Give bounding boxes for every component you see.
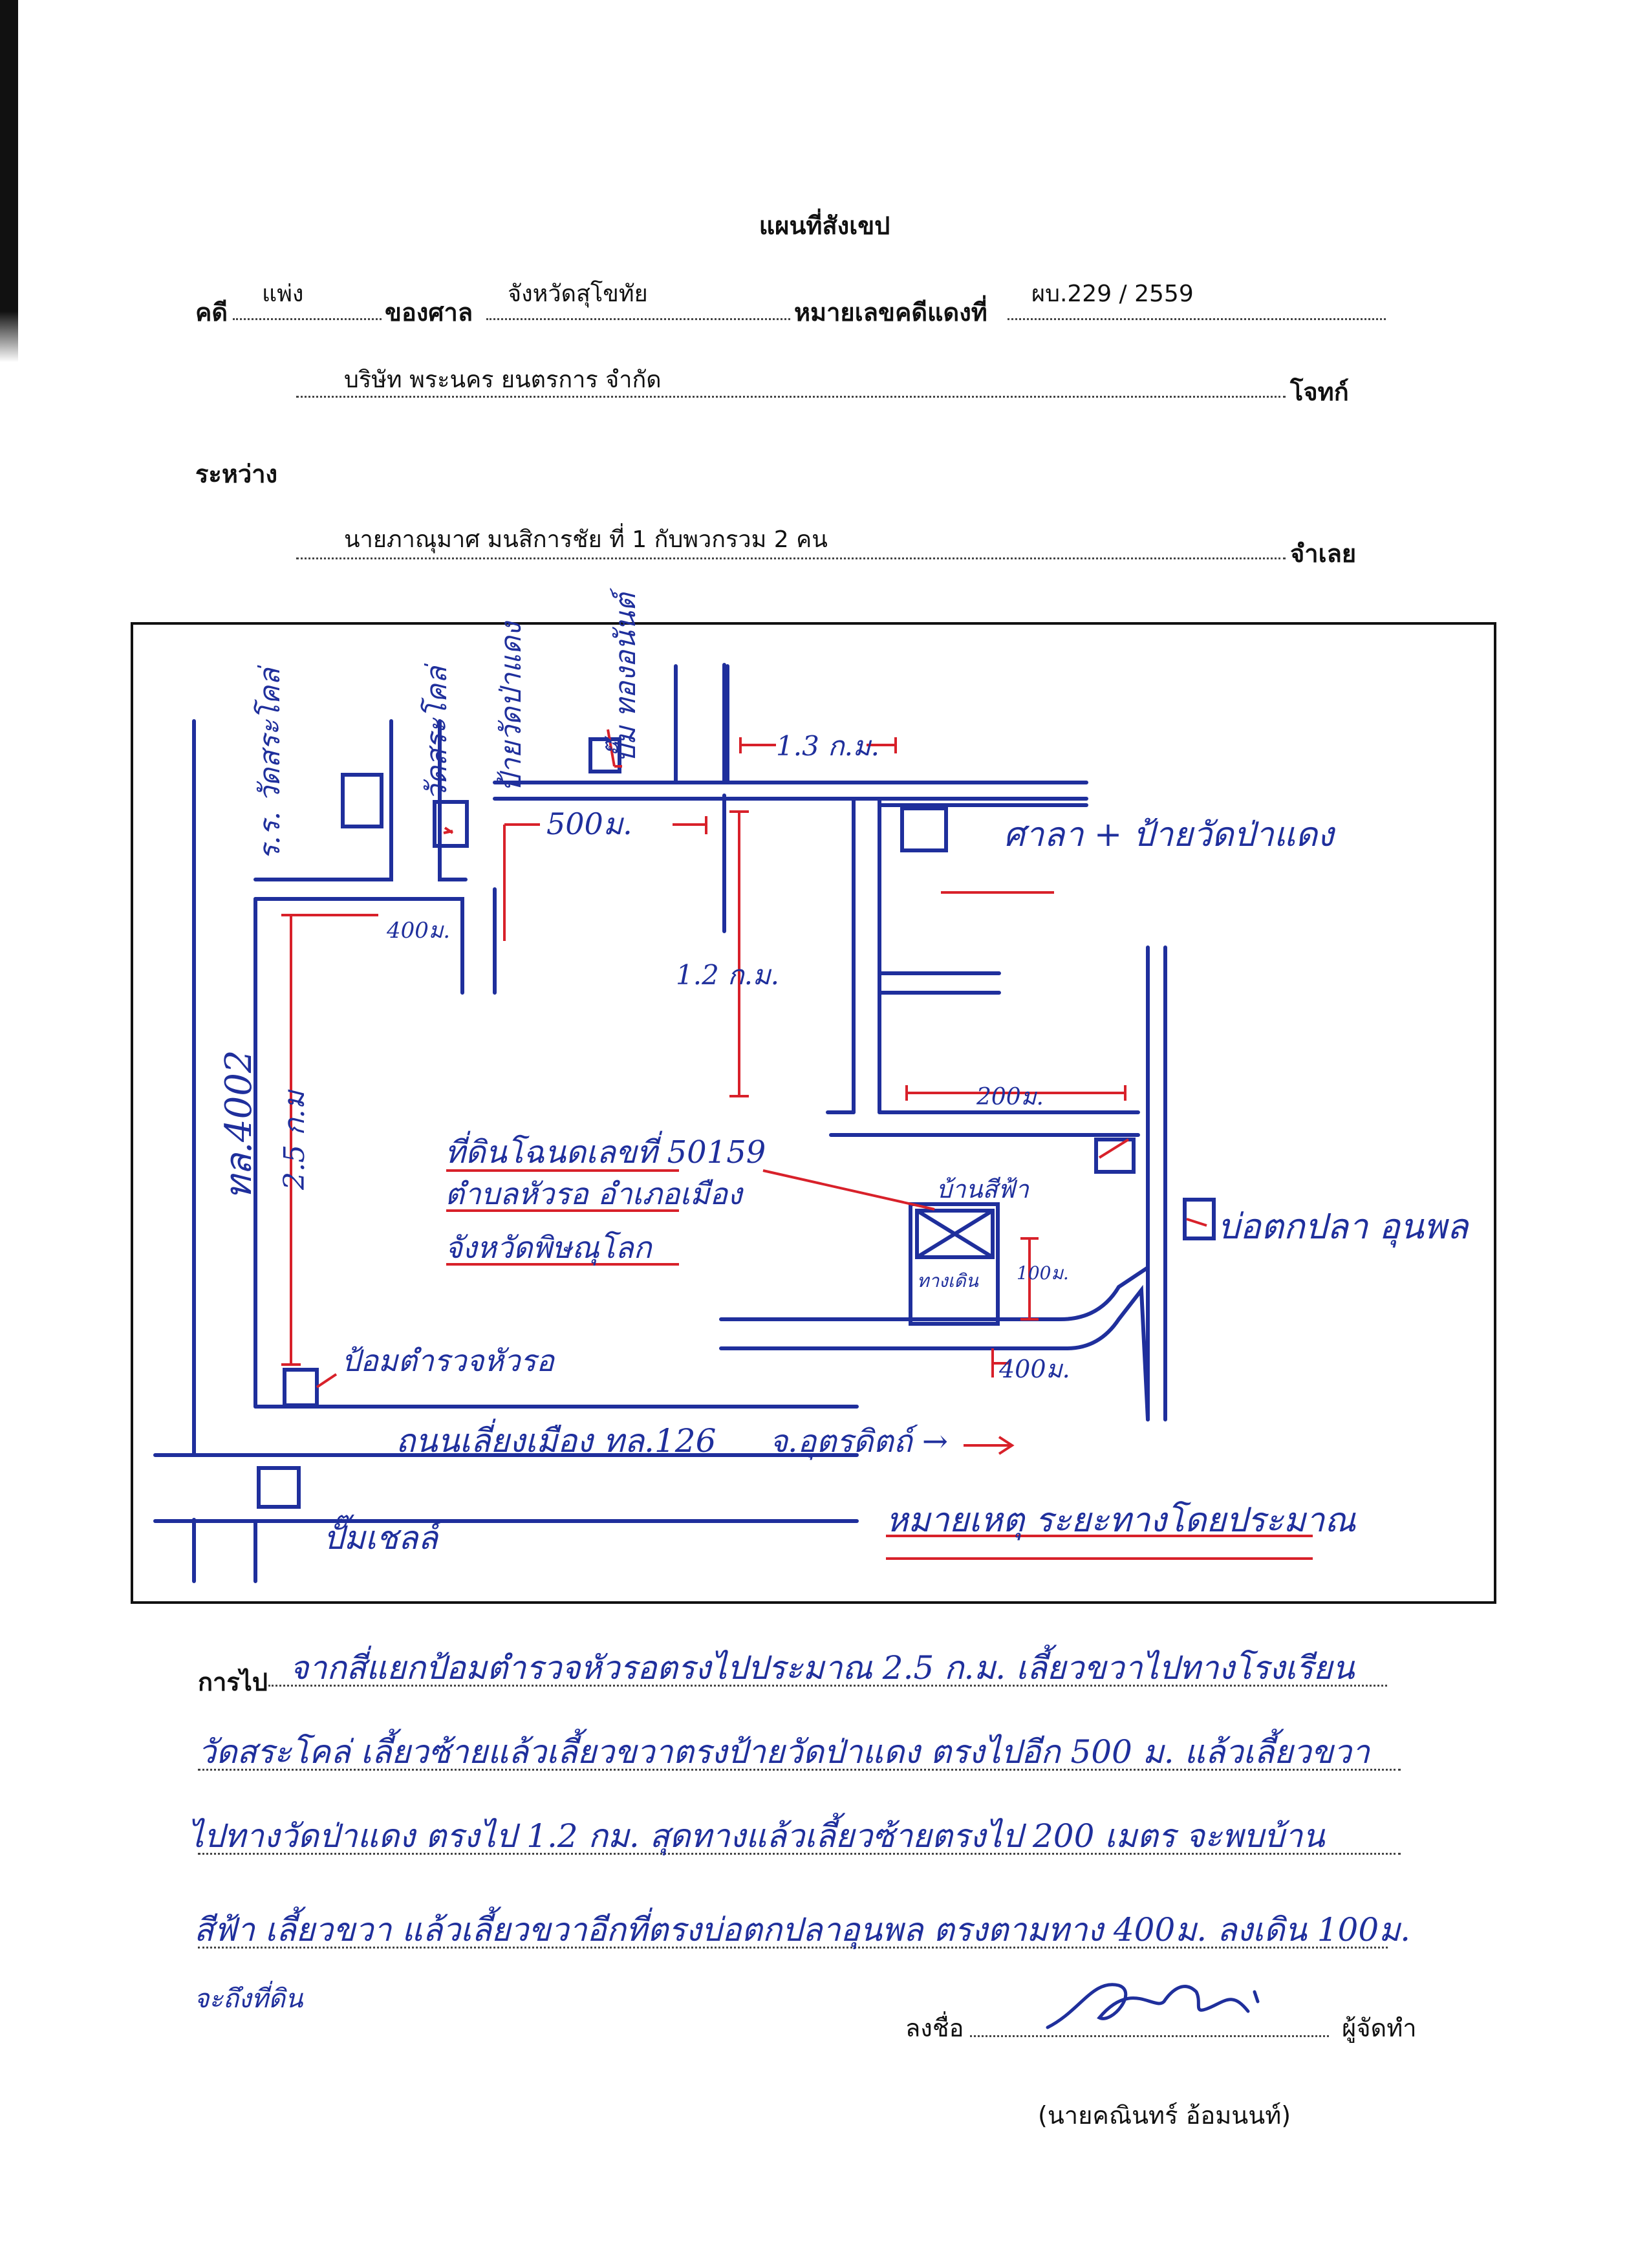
plaintiff-label: โจทก์ <box>1290 378 1349 406</box>
label-dist-1-2: 1.2 ก.ม. <box>676 959 779 991</box>
defendant-label: จำเลย <box>1290 539 1357 568</box>
label-police-box: ป้อมตำรวจหัวรอ <box>341 1343 555 1378</box>
label-note: หมายเหตุ ระยะทางโดยประมาณ <box>886 1501 1356 1540</box>
label-road-left: ทล.4002 <box>218 1050 260 1200</box>
label-land-line2: ตำบลหัวรอ อำเภอเมือง <box>445 1176 744 1211</box>
map-labels: ร.ร. วัดสระโคล่ วัดสระโคล่ ป้ายวัดป่าแดง… <box>218 587 1470 1557</box>
label-blue-house: บ้านสีฟ้า <box>936 1175 1030 1204</box>
label-land-line1: ที่ดินโฉนดเลขที่ 50159 <box>445 1130 766 1171</box>
sign-dots <box>970 2035 1329 2037</box>
label-sala-sign: ศาลา + ป้ายวัดป่าแดง <box>1004 815 1336 854</box>
defendant-value: นายภาณุมาศ มนสิการชัย ที่ 1 กับพวกรวม 2 … <box>344 526 828 553</box>
court-dots <box>486 318 790 320</box>
label-sign-wat-pa-daeng: ป้ายวัดป่าแดง <box>495 620 528 792</box>
red-number-label: หมายเลขคดีแดงที่ <box>794 298 987 327</box>
preparer-name: (นายคณินทร์ อ้อมนนท์) <box>1038 2101 1291 2130</box>
directions-label: การไป <box>198 1668 268 1696</box>
directions-line-2: วัดสระโคล่ เลี้ยวซ้ายแล้วเลี้ยวขวาตรงป้า… <box>198 1733 1370 1771</box>
role-label: ผู้จัดทำ <box>1342 2014 1417 2042</box>
directions-dots-4 <box>198 1947 1388 1949</box>
directions-dots-3 <box>198 1853 1401 1855</box>
label-gas-station-top: ปั๊ม ทองอนันต์ <box>605 587 642 763</box>
map-roads <box>153 663 1216 1583</box>
label-land-line3: จังหวัดพิษณุโลก <box>445 1230 653 1266</box>
between-label: ระหว่าง <box>195 460 278 488</box>
directions-line-1: จากสี่แยกป้อมตำรวจหัวรอตรงไปประมาณ 2.5 ก… <box>290 1649 1355 1687</box>
map-measure-lines <box>281 729 1313 1560</box>
label-dist-500: 500ม. <box>546 806 632 841</box>
plaintiff-value: บริษัท พระนคร ยนตรการ จำกัด <box>344 367 662 393</box>
directions-line-5: จะถึงที่ดิน <box>194 1984 303 2014</box>
scan-edge-shadow <box>0 0 18 362</box>
red-number-dots <box>1008 318 1386 320</box>
directions-line-3: ไปทางวัดป่าแดง ตรงไป 1.2 กม. สุดทางแล้วเ… <box>188 1817 1325 1855</box>
defendant-dots <box>296 557 1286 559</box>
case-dots <box>233 318 382 320</box>
signature-scribble <box>1046 1983 1260 2029</box>
directions-line-4: สีฟ้า เลี้ยวขวา แล้วเลี้ยวขวาอีกที่ตรงบ่… <box>194 1911 1411 1949</box>
red-number-value: ผบ.229 / 2559 <box>1031 281 1194 307</box>
label-main-road: ถนนเลี่ยงเมือง ทล.126 <box>396 1418 716 1460</box>
directions-dots-2 <box>198 1769 1401 1771</box>
sign-label: ลงชื่อ <box>905 2014 964 2042</box>
case-value: แพ่ง <box>262 281 304 307</box>
label-dist-100: 100ม. <box>1017 1262 1069 1284</box>
directions-dots-1 <box>268 1685 1387 1687</box>
label-wat: วัดสระโคล่ <box>420 664 453 801</box>
label-shell: ปั๊มเชลล์ <box>323 1515 444 1557</box>
label-school: ร.ร. วัดสระโคล่ <box>253 665 286 860</box>
court-label: ของศาล <box>385 298 473 327</box>
label-dist-top-right: 1.3 ก.ม. <box>776 730 879 762</box>
label-dist-200: 200ม. <box>976 1084 1044 1110</box>
plaintiff-dots <box>296 396 1286 398</box>
label-walkway: ทางเดิน <box>917 1270 979 1291</box>
label-to-uttaradit: จ.อุตรดิตถ์ → <box>770 1423 948 1460</box>
label-dist-2-5: 2.5 ก.ม <box>278 1089 311 1191</box>
label-fish-pond: บ่อตกปลา อุนพล <box>1218 1206 1470 1248</box>
page-title: แผนที่สังเขป <box>759 211 890 240</box>
court-value: จังหวัดสุโขทัย <box>508 281 648 307</box>
label-dist-400-top: 400ม. <box>386 918 450 944</box>
case-label: คดี <box>195 298 228 327</box>
label-dist-400-bottom: 400ม. <box>998 1355 1070 1383</box>
map-frame <box>131 622 1496 1604</box>
